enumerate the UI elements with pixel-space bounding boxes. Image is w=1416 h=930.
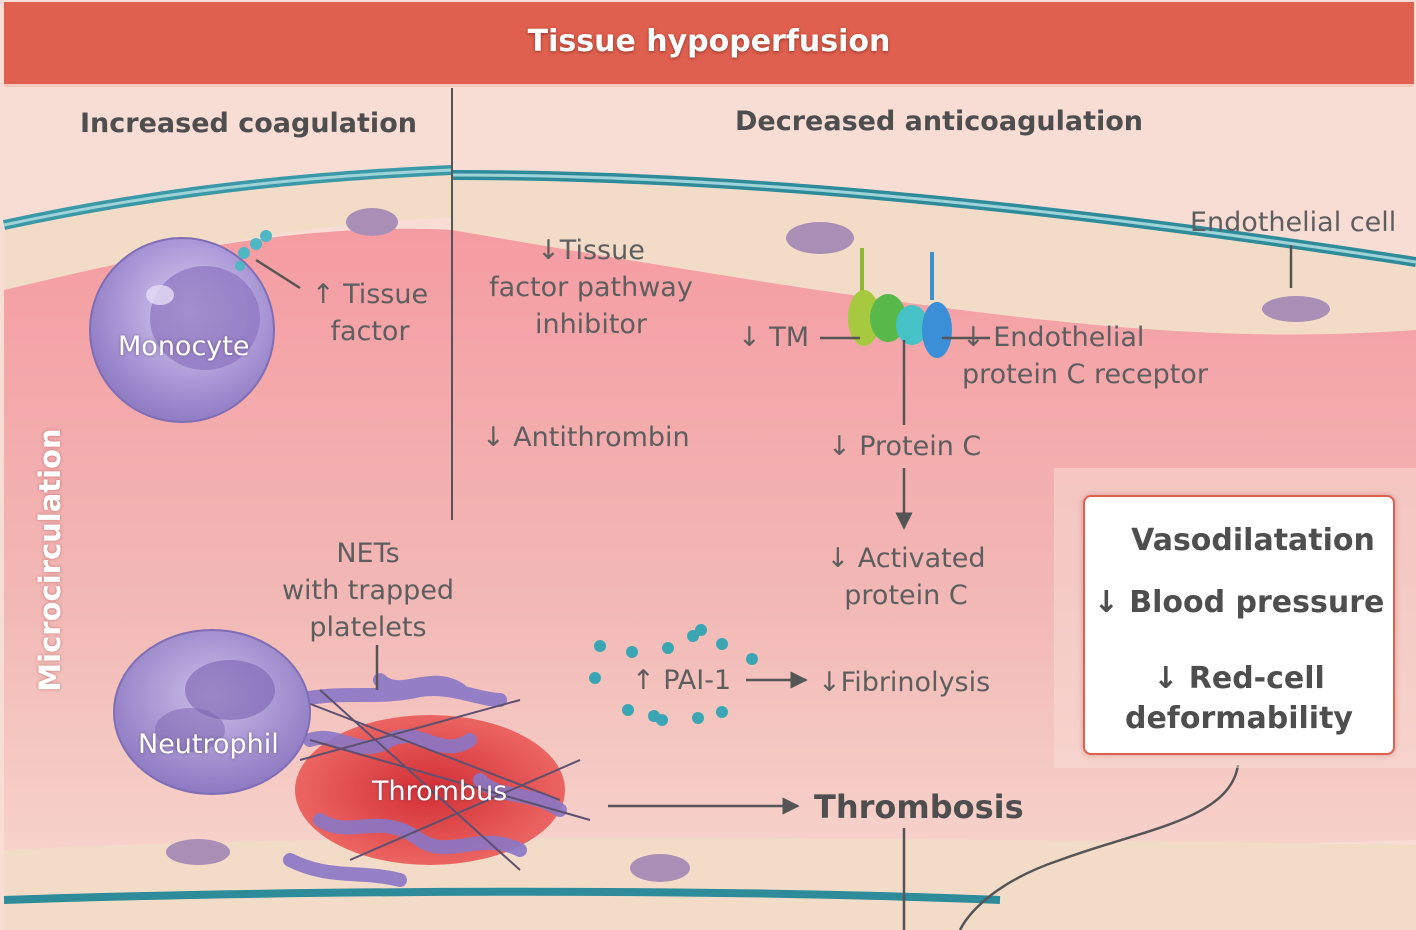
tm-label: ↓ TM <box>738 322 809 353</box>
activated-protein-c-text: ↓ Activated protein C <box>826 543 986 611</box>
endothelial-nucleus <box>786 222 854 254</box>
protein-c-label: ↓ Protein C <box>828 431 982 462</box>
vessel-lining-highlight <box>3 168 453 227</box>
monocyte-highlight <box>146 285 174 305</box>
vessel-wall-bottom <box>4 838 1416 930</box>
endothelial-nucleus <box>166 839 230 865</box>
neutrophil-nucleus <box>185 660 275 720</box>
vessel-lining-highlight-2 <box>451 173 1416 264</box>
endothelial-nucleus <box>1262 296 1330 322</box>
neutrophil-label: Neutrophil <box>138 729 279 760</box>
epcr-text: ↓ Endothelial protein C receptor <box>962 322 1208 390</box>
tfpi-text: ↓Tissue factor pathway inhibitor <box>489 235 693 340</box>
nets-text: NETs with trapped platelets <box>281 538 455 643</box>
monocyte-label: Monocyte <box>118 331 250 362</box>
tissue-hypoperfusion-banner: Tissue hypoperfusion <box>4 2 1414 87</box>
pai1-molecules <box>589 624 758 726</box>
tissue-factor-molecule <box>250 238 262 250</box>
nets-label: NETs with trapped platelets <box>278 535 458 646</box>
activated-protein-c-label: ↓ Activated protein C <box>818 540 994 614</box>
tissue-factor-leader <box>255 258 301 290</box>
neutrophil-nucleus <box>155 708 225 752</box>
nets-strands <box>299 689 591 871</box>
vessel-wall-top-left <box>4 172 452 290</box>
fibrinolysis-label: ↓Fibrinolysis <box>818 667 991 698</box>
tissue-factor-molecule <box>260 230 272 242</box>
tissue-factor-molecule <box>235 261 245 271</box>
pai1-label: ↑ PAI-1 <box>632 665 732 696</box>
tissue-factor-text: ↑ Tissue factor <box>311 279 429 347</box>
tissue-factor-label: ↑ Tissue factor <box>300 276 440 350</box>
tissue-factor-molecule <box>238 247 250 259</box>
blood-pressure-label: ↓ Blood pressure <box>1093 585 1385 620</box>
vasodilatation-connector <box>958 764 1240 930</box>
thrombus-label: Thrombus <box>372 776 508 807</box>
vessel-lining-bottom <box>3 887 1001 904</box>
antithrombin-label: ↓ Antithrombin <box>482 422 690 453</box>
microcirculation-label: Microcirculation <box>33 428 67 692</box>
decreased-anticoagulation-title: Decreased anticoagulation <box>735 106 1144 137</box>
epcr-label: ↓ Endothelial protein C receptor <box>962 319 1208 393</box>
vasodilatation-box: Vasodilatation ↓ Blood pressure ↓ Red-ce… <box>1083 495 1395 755</box>
tm-epcr-complex <box>848 248 952 358</box>
endothelial-nucleus <box>630 854 690 882</box>
endothelial-cell-label: Endothelial cell <box>1190 207 1397 238</box>
tfpi-label: ↓Tissue factor pathway inhibitor <box>476 232 706 343</box>
monocyte-nucleus <box>150 266 260 370</box>
vasodilatation-title: Vasodilatation <box>1131 523 1375 558</box>
nets-platelets <box>283 673 567 887</box>
banner-title: Tissue hypoperfusion <box>527 24 891 59</box>
red-cell-deformability-label: ↓ Red-cell deformability <box>1124 661 1353 736</box>
endothelial-nucleus <box>346 208 398 236</box>
thrombosis-label: Thrombosis <box>814 788 1024 826</box>
increased-coagulation-title: Increased coagulation <box>80 108 417 139</box>
